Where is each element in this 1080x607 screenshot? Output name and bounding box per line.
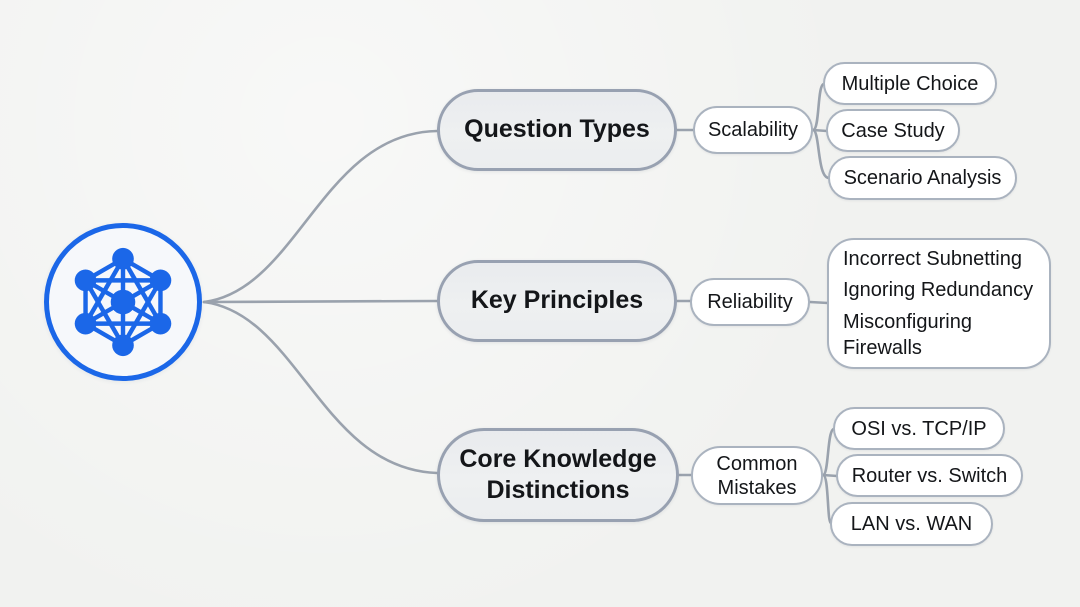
network-graph-icon bbox=[74, 247, 172, 357]
leaf-node-scenario-analysis[interactable]: Scenario Analysis bbox=[828, 156, 1017, 200]
leaf-label: LAN vs. WAN bbox=[850, 513, 973, 535]
edge-reliability-groupbox bbox=[808, 300, 830, 305]
leaf-label: Scenario Analysis bbox=[843, 167, 1002, 189]
leaf-node-osi-vs-tcpip[interactable]: OSI vs. TCP/IP bbox=[833, 407, 1005, 450]
edge-root-question-types bbox=[202, 129, 439, 304]
group-item: Incorrect Subnetting bbox=[843, 247, 1022, 270]
branch-label: Question Types bbox=[464, 115, 650, 144]
branch-label: Key Principles bbox=[470, 286, 644, 315]
edge-commonmistakes-osi bbox=[821, 427, 836, 477]
branch-label: Core Knowledge Distinctions bbox=[459, 444, 657, 504]
edge-commonmistakes-router bbox=[821, 473, 839, 478]
edge-root-core-knowledge bbox=[202, 300, 439, 475]
leaf-label: Case Study bbox=[841, 119, 945, 142]
sub-node-scalability[interactable]: Scalability bbox=[693, 106, 813, 154]
group-node-common-mistakes-list[interactable]: Incorrect Subnetting Ignoring Redundancy… bbox=[827, 238, 1051, 369]
group-item: Ignoring Redundancy bbox=[843, 279, 1034, 302]
edge-scalability-scenarioanalysis bbox=[811, 128, 831, 180]
branch-node-key-principles[interactable]: Key Principles bbox=[437, 260, 677, 342]
leaf-node-case-study[interactable]: Case Study bbox=[826, 109, 960, 152]
leaf-node-lan-vs-wan[interactable]: LAN vs. WAN bbox=[830, 502, 993, 546]
branch-node-core-knowledge-distinctions[interactable]: Core Knowledge Distinctions bbox=[437, 428, 679, 522]
leaf-node-multiple-choice[interactable]: Multiple Choice bbox=[823, 62, 997, 105]
leaf-label: OSI vs. TCP/IP bbox=[851, 417, 987, 440]
leaf-label: Router vs. Switch bbox=[851, 464, 1008, 487]
group-item: Misconfiguring Firewalls bbox=[843, 310, 972, 359]
edge-root-key-principles bbox=[202, 299, 439, 304]
sub-label: Scalability bbox=[707, 119, 799, 141]
branch-node-question-types[interactable]: Question Types bbox=[437, 89, 677, 171]
sub-label: Reliability bbox=[707, 291, 793, 313]
edge-scalability-multiplechoice bbox=[811, 82, 826, 132]
leaf-node-router-vs-switch[interactable]: Router vs. Switch bbox=[836, 454, 1023, 497]
sub-node-reliability[interactable]: Reliability bbox=[690, 278, 810, 326]
edge-commonmistakes-lan bbox=[821, 473, 833, 525]
sub-node-common-mistakes[interactable]: Common Mistakes bbox=[691, 446, 823, 505]
sub-label: Common Mistakes bbox=[716, 452, 798, 499]
root-node[interactable] bbox=[44, 223, 202, 381]
leaf-label: Multiple Choice bbox=[841, 72, 979, 95]
